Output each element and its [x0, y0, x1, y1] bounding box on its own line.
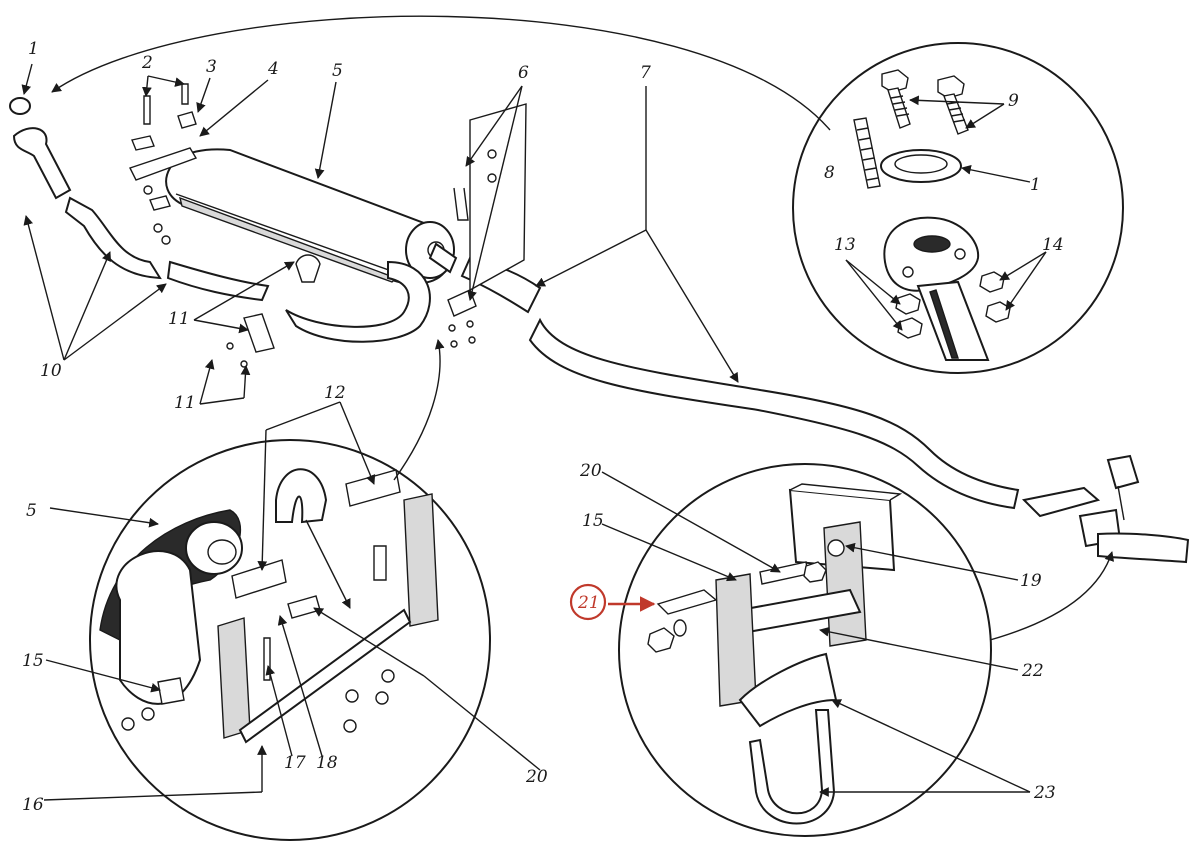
- callout-5-detail: 5: [26, 501, 37, 521]
- connector-right-to-main: [989, 551, 1115, 641]
- callout-7: 7: [640, 63, 651, 83]
- callout-16: 16: [22, 795, 44, 815]
- muffler: [165, 148, 458, 285]
- mount-plate: [823, 521, 867, 647]
- hanger-bracket-right: [403, 493, 439, 627]
- callout-1-front: 1: [28, 39, 39, 59]
- plate-21: [656, 589, 718, 615]
- gasket-1: [880, 149, 962, 183]
- front-pipe: [12, 127, 72, 200]
- leader-lines: [21, 63, 1047, 801]
- u-bolt-23: [748, 709, 836, 825]
- callout-18: 18: [316, 753, 338, 773]
- bracket-15: [715, 573, 757, 707]
- callout-4: 4: [267, 59, 279, 79]
- connector-left-to-main: [393, 339, 445, 481]
- detail-circle-flange: [792, 42, 1124, 374]
- strap-frame: [238, 608, 412, 744]
- callout-12: 12: [324, 383, 346, 403]
- front-gasket: [9, 97, 31, 115]
- callout-11-lower: 11: [174, 393, 196, 413]
- detail-circle-right: [618, 463, 992, 837]
- callout-23: 23: [1033, 783, 1056, 803]
- outlet-bend: [285, 260, 431, 343]
- connector-arc-top: [51, 15, 831, 131]
- detail-circle-left: [89, 439, 491, 841]
- nuts-13: [895, 293, 923, 339]
- callout-11-upper: 11: [168, 309, 190, 329]
- callout-9: 9: [1008, 91, 1019, 111]
- hanger-bracket-left: [217, 617, 251, 739]
- callout-5-main: 5: [332, 61, 343, 81]
- bracket-plate-6: [469, 103, 527, 292]
- callout-22: 22: [1021, 661, 1044, 681]
- callout-21-ring: [569, 583, 607, 621]
- callout-15-right: 15: [582, 511, 604, 531]
- callout-13: 13: [834, 235, 856, 255]
- callout-15-left: 15: [22, 651, 44, 671]
- clamp-strap: [275, 468, 328, 524]
- callout-2: 2: [141, 53, 153, 73]
- intermediate-pipe: [64, 196, 162, 280]
- rear-hanger: [1021, 454, 1190, 564]
- callout-20-left: 20: [525, 767, 548, 787]
- main-assembly: [9, 83, 1190, 564]
- tail-pipe-long: [528, 317, 1020, 510]
- flange-pipe: [883, 216, 990, 361]
- muffler-bracket: [129, 147, 198, 181]
- mid-pipe: [166, 260, 270, 302]
- bolt-9b: [937, 75, 969, 135]
- callout-14: 14: [1042, 235, 1064, 255]
- callout-3: 3: [206, 57, 217, 77]
- callout-6: 6: [518, 63, 529, 83]
- bolt-9a: [881, 69, 911, 129]
- callout-1-detail: 1: [1030, 175, 1041, 195]
- callout-17: 17: [284, 753, 306, 773]
- callout-labels: 1 2 3 4 5 6 7 9 8 1 13 14 10 11 11 12 5 …: [22, 39, 1064, 815]
- stud-8: [853, 117, 881, 189]
- nuts-14: [979, 271, 1011, 323]
- callout-19: 19: [1020, 571, 1042, 591]
- callout-8: 8: [824, 163, 835, 183]
- callout-21: 21: [577, 593, 600, 613]
- callout-20-right: 20: [579, 461, 602, 481]
- callout-10: 10: [40, 361, 62, 381]
